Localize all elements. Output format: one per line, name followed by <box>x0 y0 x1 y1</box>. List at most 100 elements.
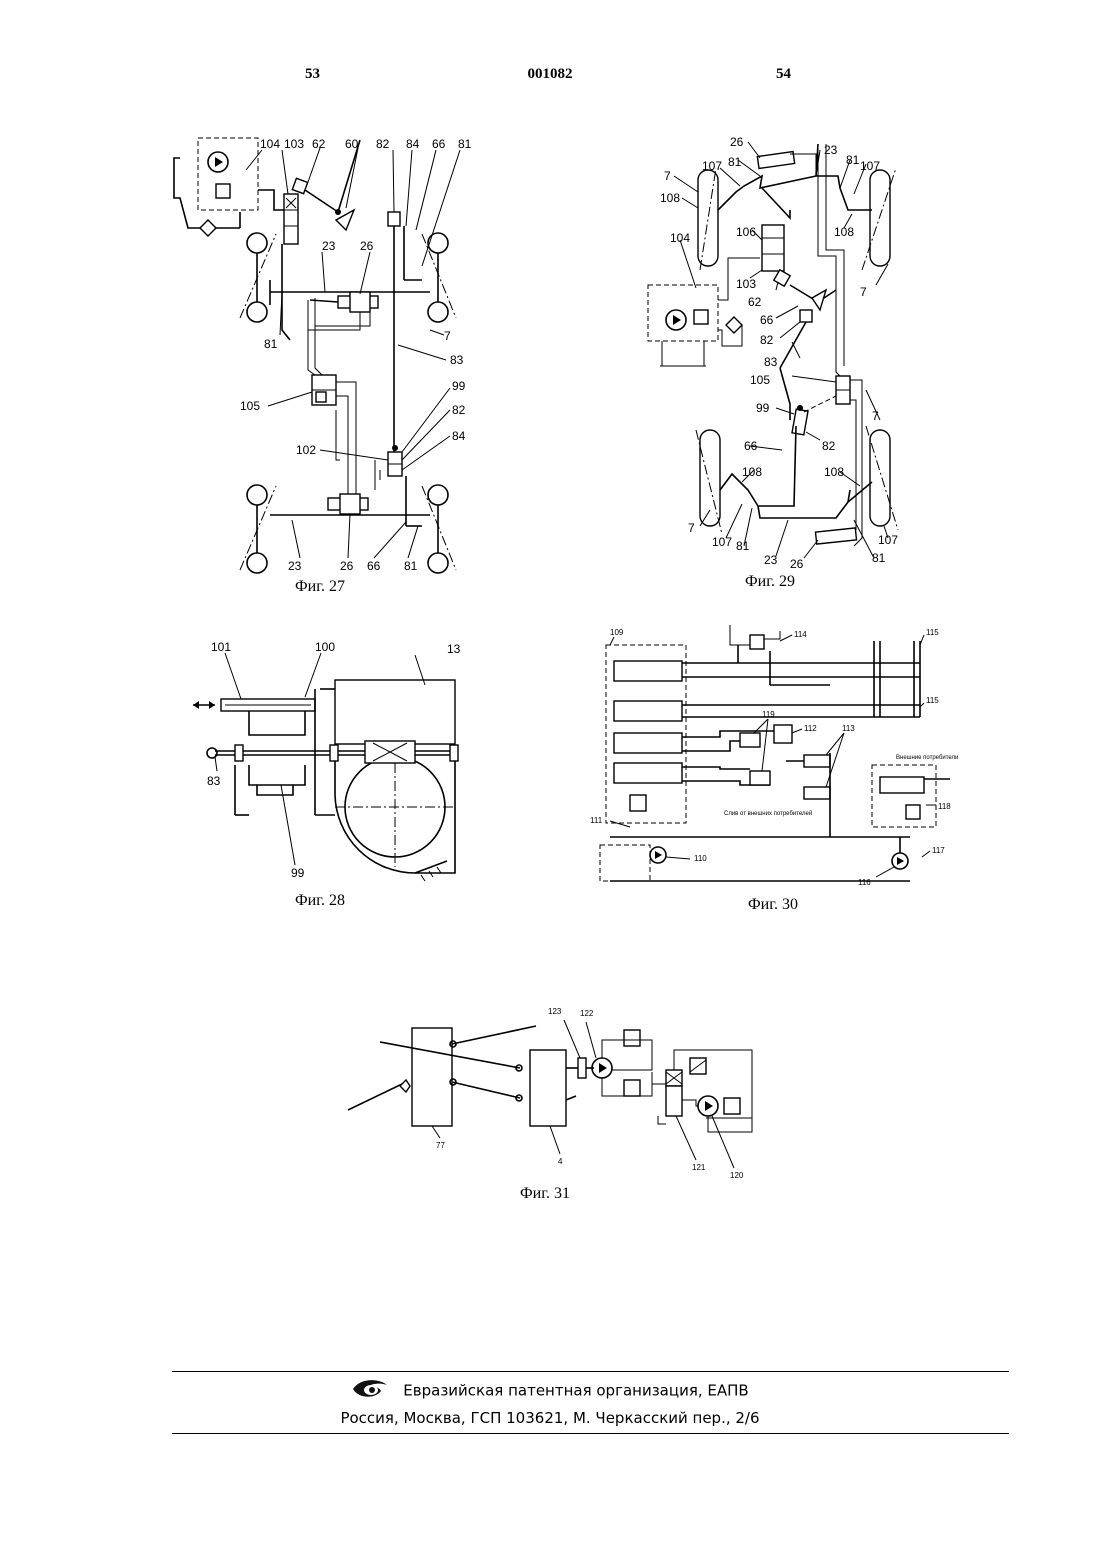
fig30-label-117: 117 <box>932 846 945 855</box>
fig30-label-external-consumers: Внешние потребители <box>896 755 958 761</box>
fig31-label-77: 77 <box>436 1141 445 1150</box>
fig27-label-105: 105 <box>240 399 260 413</box>
fig29-label-83: 83 <box>764 355 778 369</box>
fig28-label-100: 100 <box>315 640 335 654</box>
fig29-label-26: 26 <box>730 135 744 149</box>
footer-address: Россия, Москва, ГСП 103621, М. Черкасски… <box>0 1409 1100 1427</box>
figure-28-caption: Фиг. 28 <box>295 892 345 910</box>
fig27-label-7: 7 <box>444 329 451 343</box>
fig29-label-81c: 81 <box>872 551 886 565</box>
fig29-label-81b: 81 <box>736 539 750 553</box>
fig30-label-111: 111 <box>590 816 603 825</box>
figure-27-drawing: 104 103 62 60 82 84 66 81 23 26 7 81 83 … <box>160 130 490 580</box>
fig28-label-101: 101 <box>211 640 231 654</box>
fig29-label-66: 66 <box>760 313 774 327</box>
fig29-label-81: 81 <box>728 155 742 169</box>
fig31-label-120: 120 <box>730 1171 744 1180</box>
fig27-label-84b: 84 <box>452 429 466 443</box>
fig30-label-114: 114 <box>794 630 807 639</box>
fig30-label-110: 110 <box>694 854 707 863</box>
fig29-label-103: 103 <box>736 277 756 291</box>
figure-31: 123 122 77 4 121 120 <box>340 1000 780 1190</box>
fig29-label-23b: 23 <box>764 553 778 567</box>
fig29-label-104: 104 <box>670 231 690 245</box>
fig30-label-115: 115 <box>926 628 939 637</box>
fig29-label-62: 62 <box>748 295 762 309</box>
fig30-label-119: 119 <box>762 710 775 719</box>
fig29-label-107b: 107 <box>712 535 732 549</box>
fig29-label-99: 99 <box>756 401 770 415</box>
fig27-label-99: 99 <box>452 379 466 393</box>
fig27-label-26b: 26 <box>340 559 354 573</box>
figure-29-caption: Фиг. 29 <box>745 573 795 591</box>
figure-31-caption: Фиг. 31 <box>520 1185 570 1203</box>
footer-divider-bottom <box>172 1433 1009 1434</box>
fig27-label-60: 60 <box>345 137 359 151</box>
fig31-label-123: 123 <box>548 1007 562 1016</box>
fig27-label-82b: 82 <box>452 403 466 417</box>
fig29-label-7r: 7 <box>860 285 867 299</box>
fig27-label-84: 84 <box>406 137 420 151</box>
figure-31-drawing: 123 122 77 4 121 120 <box>340 1000 780 1190</box>
figure-30-caption: Фиг. 30 <box>748 896 798 914</box>
fig28-label-13: 13 <box>447 642 461 656</box>
fig30-label-drain: Слив от внешних потребителей <box>724 810 812 817</box>
figure-27-caption: Фиг. 27 <box>295 578 345 596</box>
fig29-label-26b: 26 <box>790 557 804 571</box>
fig28-label-99: 99 <box>291 866 305 880</box>
fig30-label-112: 112 <box>804 724 817 733</box>
fig29-label-107c: 107 <box>878 533 898 547</box>
fig27-label-81b: 81 <box>264 337 278 351</box>
fig27-label-82: 82 <box>376 137 390 151</box>
fig27-label-66b: 66 <box>367 559 381 573</box>
eapo-logo-icon <box>351 1377 389 1405</box>
fig29-label-106: 106 <box>736 225 756 239</box>
fig29-label-82b: 82 <box>822 439 836 453</box>
fig31-label-122: 122 <box>580 1009 594 1018</box>
fig28-label-83: 83 <box>207 774 221 788</box>
fig27-label-62: 62 <box>312 137 326 151</box>
fig29-label-82: 82 <box>760 333 774 347</box>
fig27-label-104: 104 <box>260 137 280 151</box>
footer-org-name: Евразийская патентная организация, ЕАПВ <box>403 1382 748 1400</box>
figure-30: 109 114 115 115 119 112 113 111 110 118 … <box>590 615 980 895</box>
fig29-label-23: 23 <box>824 143 838 157</box>
footer-organization: Евразийская патентная организация, ЕАПВ <box>0 1377 1100 1405</box>
fig27-label-81c: 81 <box>404 559 418 573</box>
fig30-label-118: 118 <box>938 802 951 811</box>
fig29-label-108r: 108 <box>834 225 854 239</box>
fig27-label-102: 102 <box>296 443 316 457</box>
fig29-label-66b: 66 <box>744 439 758 453</box>
fig29-label-7r2: 7 <box>872 409 879 423</box>
fig27-label-81: 81 <box>458 137 472 151</box>
fig29-label-7b: 7 <box>688 521 695 535</box>
fig29-label-107: 107 <box>702 159 722 173</box>
fig29-label-107r: 107 <box>860 159 880 173</box>
fig30-label-113: 113 <box>842 724 855 733</box>
figure-27: 104 103 62 60 82 84 66 81 23 26 7 81 83 … <box>160 130 490 580</box>
fig29-label-81r: 81 <box>846 153 860 167</box>
figure-30-drawing: 109 114 115 115 119 112 113 111 110 118 … <box>590 615 980 895</box>
fig31-label-4: 4 <box>558 1157 563 1166</box>
fig27-label-26: 26 <box>360 239 374 253</box>
fig29-label-108c: 108 <box>824 465 844 479</box>
figure-29-drawing: 26 23 107 81 81 107 7 108 106 108 104 10… <box>640 130 930 570</box>
fig27-label-83: 83 <box>450 353 464 367</box>
document-number: 001082 <box>0 66 1100 83</box>
fig30-label-116: 116 <box>858 878 871 887</box>
fig29-label-108: 108 <box>660 191 680 205</box>
fig27-label-23b: 23 <box>288 559 302 573</box>
figure-29: 26 23 107 81 81 107 7 108 106 108 104 10… <box>640 130 930 570</box>
figure-28: 101 100 13 83 99 <box>185 635 475 885</box>
fig27-label-66: 66 <box>432 137 446 151</box>
fig27-label-103: 103 <box>284 137 304 151</box>
fig29-label-105: 105 <box>750 373 770 387</box>
fig30-label-115b: 115 <box>926 696 939 705</box>
fig31-label-121: 121 <box>692 1163 706 1172</box>
fig30-label-109: 109 <box>610 628 624 637</box>
footer-divider-top <box>172 1371 1009 1372</box>
page-number-right: 54 <box>776 66 791 83</box>
fig27-label-23: 23 <box>322 239 336 253</box>
fig29-label-108b: 108 <box>742 465 762 479</box>
figure-28-drawing: 101 100 13 83 99 <box>185 635 475 885</box>
